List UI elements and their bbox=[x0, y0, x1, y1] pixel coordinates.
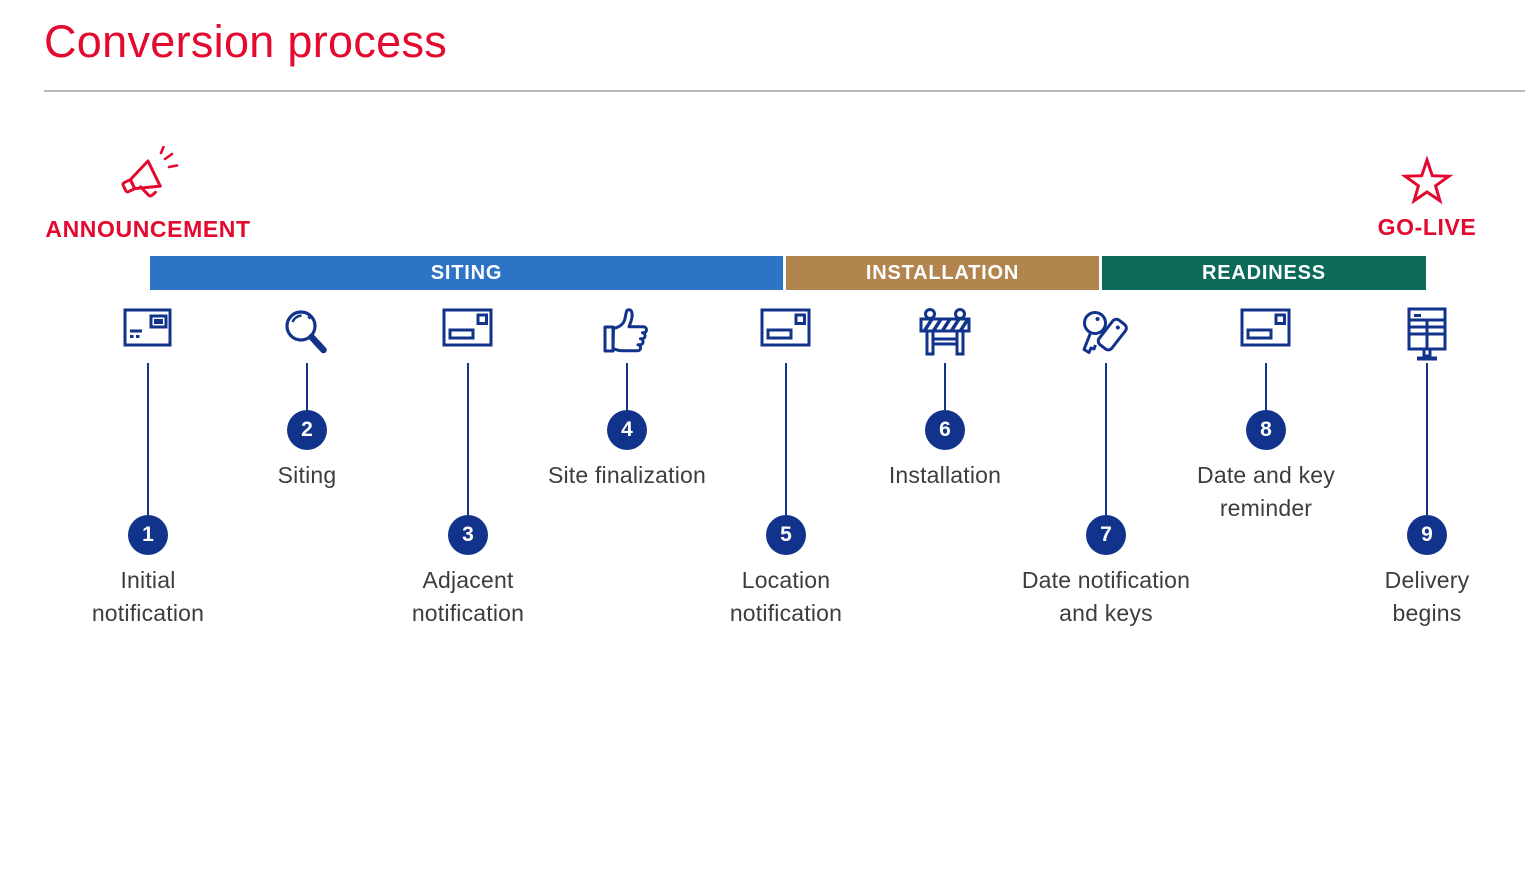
step-connector-line bbox=[147, 363, 149, 515]
step-4-site-finalization: 4 Site finalization bbox=[527, 307, 727, 492]
step-number-badge: 1 bbox=[128, 515, 168, 555]
step-connector-line bbox=[944, 363, 946, 410]
phase-readiness-label: READINESS bbox=[1202, 261, 1326, 284]
milestone-announcement: ANNOUNCEMENT bbox=[40, 146, 256, 243]
envelope-letter-icon bbox=[123, 307, 173, 363]
phase-installation-label: INSTALLATION bbox=[865, 261, 1020, 284]
phase-siting: SITING bbox=[150, 256, 783, 290]
step-number-badge: 8 bbox=[1246, 410, 1286, 450]
step-5-location-notification: 5 Location notification bbox=[686, 307, 886, 630]
step-8-date-and-key-reminder: 8 Date and key reminder bbox=[1166, 307, 1366, 525]
step-label: Date and key reminder bbox=[1197, 462, 1335, 521]
title-divider bbox=[44, 90, 1525, 92]
announcement-label: ANNOUNCEMENT bbox=[45, 216, 251, 242]
step-label: Adjacent notification bbox=[411, 567, 525, 626]
step-label: Location notification bbox=[729, 567, 843, 626]
step-number-badge: 2 bbox=[287, 410, 327, 450]
phase-installation: INSTALLATION bbox=[786, 256, 1099, 290]
magnifier-icon bbox=[280, 307, 334, 363]
page-title: Conversion process bbox=[44, 16, 448, 67]
step-connector-line bbox=[785, 363, 787, 515]
barricade-icon bbox=[918, 307, 972, 363]
thumbs-up-icon bbox=[602, 307, 652, 363]
step-3-adjacent-notification: 3 Adjacent notification bbox=[368, 307, 568, 630]
step-2-siting: 2 Siting bbox=[207, 307, 407, 492]
step-number-badge: 6 bbox=[925, 410, 965, 450]
step-connector-line bbox=[1426, 363, 1428, 515]
golive-label: GO-LIVE bbox=[1377, 214, 1477, 240]
step-9-delivery-begins: 9 Delivery begins bbox=[1327, 307, 1525, 630]
step-1-initial-notification: 1 Initial notification bbox=[48, 307, 248, 630]
step-6-installation: 6 Installation bbox=[845, 307, 1045, 492]
step-label: Date notification and keys bbox=[1021, 567, 1191, 626]
step-number-badge: 9 bbox=[1407, 515, 1447, 555]
phase-siting-label: SITING bbox=[430, 261, 503, 284]
megaphone-icon bbox=[112, 146, 184, 208]
step-number-badge: 5 bbox=[766, 515, 806, 555]
step-connector-line bbox=[306, 363, 308, 410]
step-number-badge: 7 bbox=[1086, 515, 1126, 555]
step-number-badge: 3 bbox=[448, 515, 488, 555]
step-label: Delivery begins bbox=[1384, 567, 1470, 626]
step-connector-line bbox=[626, 363, 628, 410]
step-connector-line bbox=[1105, 363, 1107, 515]
phase-bar: SITING INSTALLATION READINESS bbox=[150, 256, 1426, 290]
envelope-stamp-icon bbox=[1240, 307, 1292, 363]
envelope-stamp-icon bbox=[760, 307, 812, 363]
step-7-date-notification-and-keys: 7 Date notification and keys bbox=[1006, 307, 1206, 630]
step-number-badge: 4 bbox=[607, 410, 647, 450]
step-label: Siting bbox=[277, 462, 337, 488]
step-connector-line bbox=[467, 363, 469, 515]
step-connector-line bbox=[1265, 363, 1267, 410]
step-label: Initial notification bbox=[91, 567, 205, 626]
step-label: Site finalization bbox=[547, 462, 707, 488]
step-label: Installation bbox=[888, 462, 1002, 488]
keys-icon bbox=[1078, 307, 1134, 363]
mailbox-icon bbox=[1404, 307, 1450, 363]
milestone-golive: GO-LIVE bbox=[1347, 156, 1507, 241]
phase-readiness: READINESS bbox=[1102, 256, 1426, 290]
envelope-stamp-icon bbox=[442, 307, 494, 363]
star-icon bbox=[1401, 156, 1453, 206]
